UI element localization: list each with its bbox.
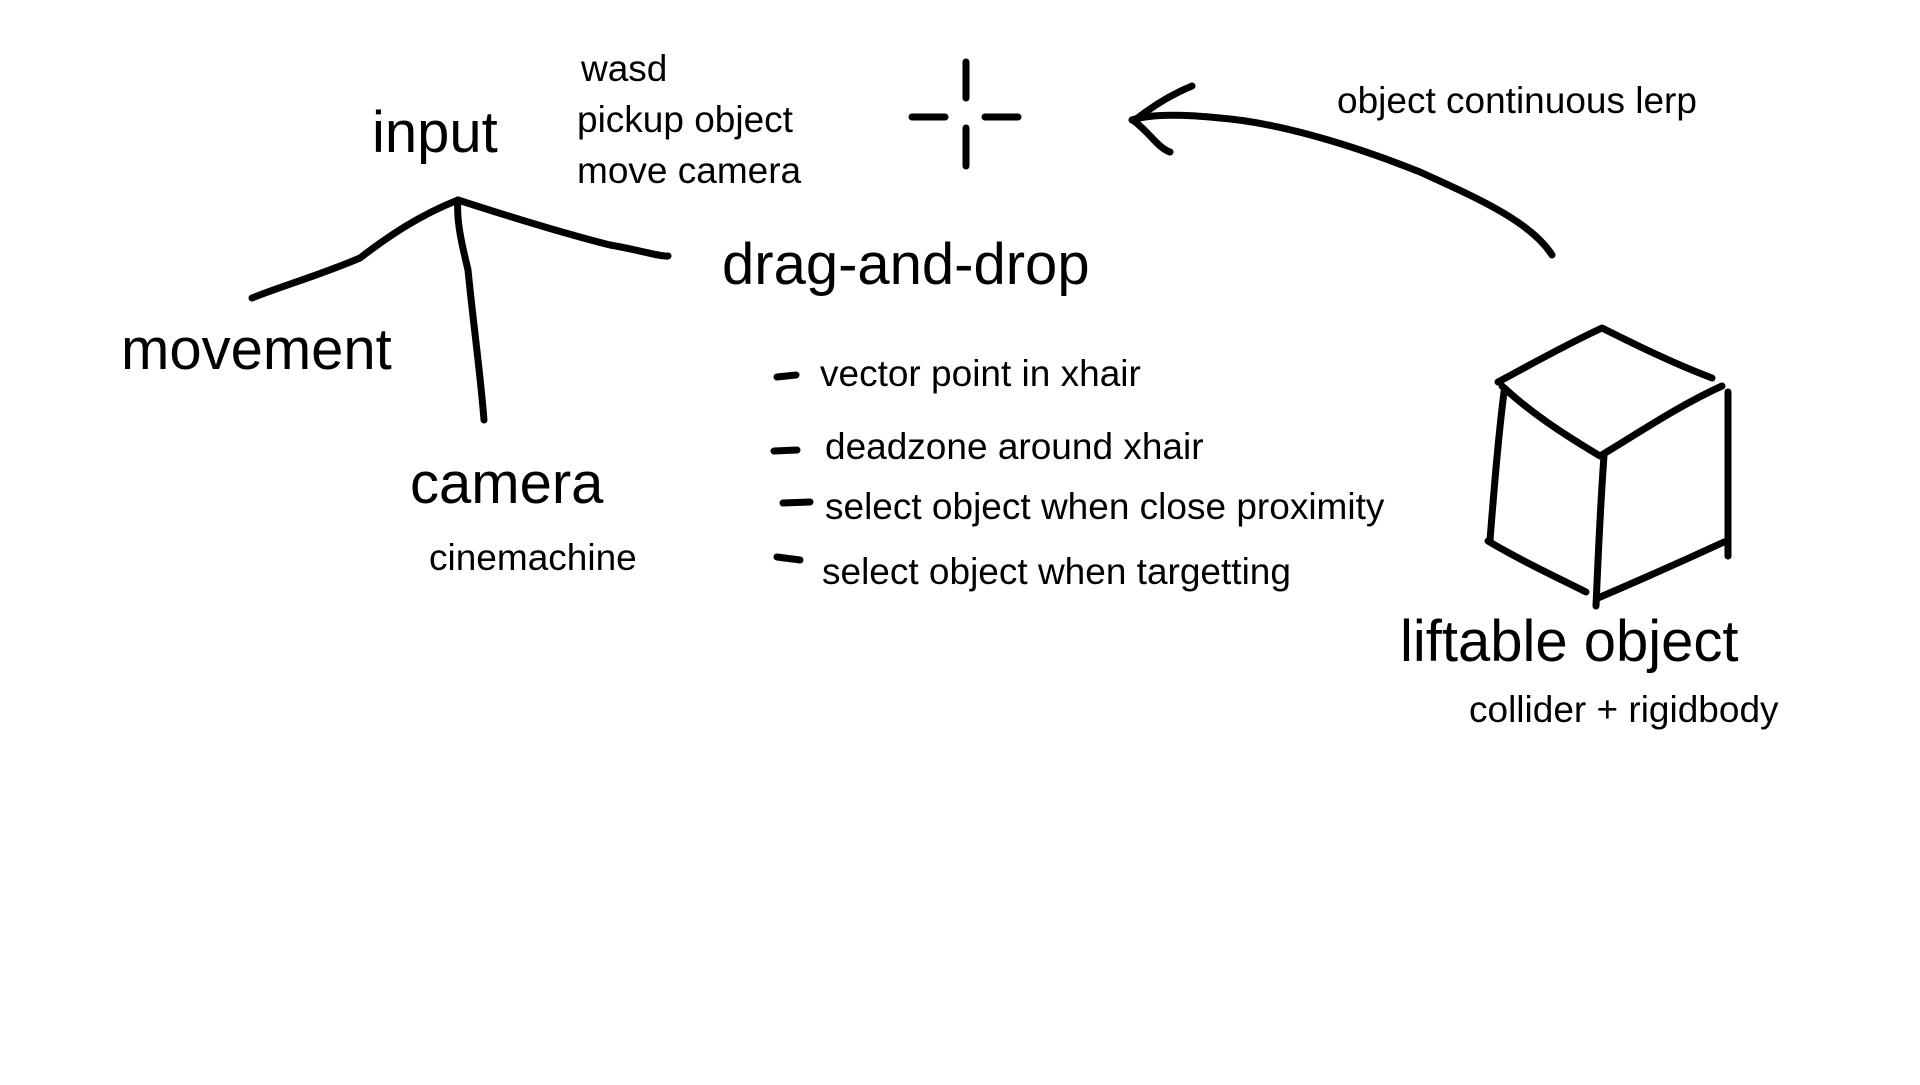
curved-arrow-icon — [1128, 82, 1556, 259]
input-note-pickup-object: pickup object — [577, 99, 793, 140]
branch-line-drag-and-drop — [454, 196, 672, 260]
cube-icon — [1484, 324, 1732, 610]
bullet-dash-1 — [773, 371, 800, 381]
node-input: input — [372, 100, 498, 165]
bullet-dash-4 — [773, 553, 804, 564]
node-liftable-object: liftable object — [1400, 609, 1739, 674]
node-drag-and-drop: drag-and-drop — [722, 232, 1090, 297]
node-movement: movement — [121, 317, 392, 382]
branch-line-movement — [248, 196, 462, 302]
crosshair-icon — [908, 58, 1022, 170]
dnd-note-deadzone: deadzone around xhair — [825, 426, 1204, 467]
input-note-move-camera: move camera — [577, 150, 802, 191]
dnd-note-vector-point: vector point in xhair — [820, 353, 1141, 394]
bullet-dash-2 — [770, 446, 801, 455]
liftable-object-note: collider + rigidbody — [1469, 689, 1779, 730]
branch-line-camera — [454, 196, 488, 424]
dnd-note-close-proximity: select object when close proximity — [825, 486, 1385, 527]
bullet-dash-3 — [779, 498, 814, 507]
node-camera: camera — [410, 451, 604, 516]
input-note-wasd: wasd — [581, 48, 668, 89]
camera-note-cinemachine: cinemachine — [429, 537, 637, 578]
input-notes: wasd pickup object move camera — [577, 43, 801, 196]
dnd-note-targetting: select object when targetting — [822, 551, 1291, 592]
arrow-label-lerp: object continuous lerp — [1337, 80, 1697, 121]
